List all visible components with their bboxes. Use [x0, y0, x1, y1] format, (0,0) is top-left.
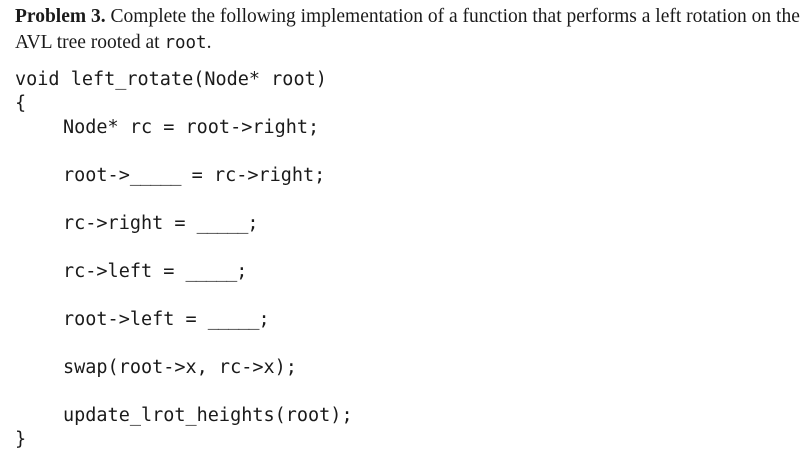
code-block: void left_rotate(Node* root) { Node* rc … [15, 0, 795, 461]
code-line-4-suffix: ; [236, 261, 248, 282]
open-brace: { [15, 93, 27, 114]
close-brace: } [15, 429, 27, 450]
code-line-6: swap(root->x, rc->x); [63, 357, 297, 378]
code-line-2-blank: _____ [129, 165, 182, 186]
code-line-3: rc->right = _____; [63, 212, 259, 236]
problem-text-before: Complete the following implementation of… [15, 6, 800, 53]
code-line-5-suffix: ; [258, 309, 270, 330]
code-line-1: Node* rc = root->right; [63, 117, 320, 138]
code-line-3-suffix: ; [247, 213, 259, 234]
problem-text-after: . [206, 32, 212, 53]
code-line-2: root->_____ = rc->right; [63, 164, 325, 188]
code-line-3-prefix: rc->right = [63, 213, 197, 234]
code-line-5: root->left = _____; [63, 308, 270, 332]
code-line-7: update_lrot_heights(root); [63, 405, 353, 426]
problem-statement: Problem 3. Complete the following implem… [15, 4, 805, 56]
code-line-5-prefix: root->left = [63, 309, 208, 330]
code-line-4: rc->left = _____; [63, 260, 247, 284]
problem-code-word: root [164, 33, 207, 53]
code-line-5-blank: _____ [207, 309, 260, 330]
code-line-4-prefix: rc->left = [63, 261, 186, 282]
problem-label: Problem 3. [15, 6, 106, 27]
function-signature: void left_rotate(Node* root) [15, 69, 327, 90]
code-line-3-blank: _____ [196, 213, 249, 234]
code-line-2-prefix: root-> [63, 165, 130, 186]
code-line-2-suffix: = rc->right; [180, 165, 326, 186]
code-line-4-blank: _____ [185, 261, 238, 282]
